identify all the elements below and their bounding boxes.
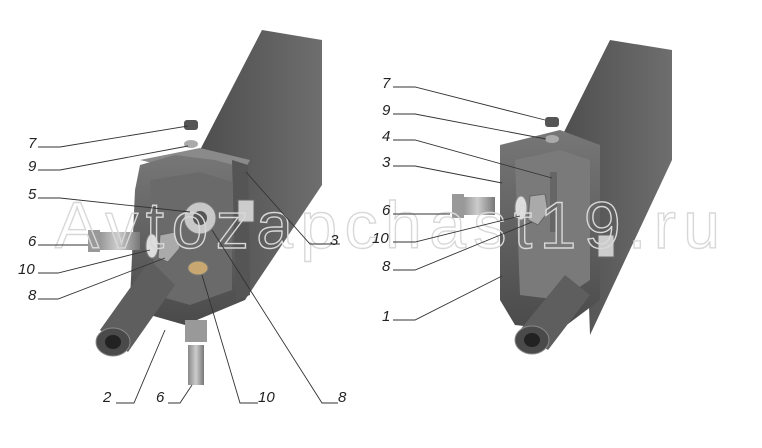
leader-line xyxy=(393,275,503,321)
callout-label: 7 xyxy=(28,135,37,152)
callout-label: 10 xyxy=(372,230,389,247)
leader-line xyxy=(393,221,533,271)
callout-label: 8 xyxy=(338,389,347,406)
left-nut-8 xyxy=(157,231,181,263)
left-lower-washer xyxy=(187,260,209,276)
right-bolt-7 xyxy=(545,117,559,127)
callout-label: 6 xyxy=(382,202,391,219)
leader-line xyxy=(201,274,258,404)
right-nut-8 xyxy=(527,193,549,226)
left-tube-hole xyxy=(105,335,121,349)
callout-label: 10 xyxy=(18,261,35,278)
right-washer-9 xyxy=(545,135,559,143)
right-assembly xyxy=(452,40,672,355)
leader-line xyxy=(393,215,521,243)
leader-line xyxy=(168,384,193,404)
leader-line xyxy=(393,165,503,184)
left-bolt-6 xyxy=(95,232,140,250)
callout-label: 4 xyxy=(382,128,390,145)
left-bracket-inner xyxy=(150,172,232,305)
watermark-text: Avtozapchast19.ru xyxy=(55,188,720,262)
callout-label: 5 xyxy=(28,186,37,203)
left-bolt-7 xyxy=(184,120,198,130)
leader-line xyxy=(38,125,189,148)
right-side-nut xyxy=(597,234,615,258)
left-bracket-flange xyxy=(232,160,250,300)
callout-label: 8 xyxy=(28,287,37,304)
left-washer-10 xyxy=(145,233,159,259)
callout-label: 9 xyxy=(382,102,391,119)
left-bolt-head xyxy=(88,230,100,252)
callout-label: 1 xyxy=(382,308,390,325)
leader-line xyxy=(38,257,166,300)
leader-line xyxy=(245,171,340,245)
right-washer-10 xyxy=(514,195,528,221)
left-washer-hole xyxy=(193,211,207,225)
callout-label: 10 xyxy=(258,389,275,406)
left-bottom-bolt-head xyxy=(185,320,207,342)
leader-line xyxy=(393,86,546,121)
right-bolt-head xyxy=(452,194,464,218)
callout-label: 9 xyxy=(28,158,37,175)
left-callouts: 7 9 5 6 10 8 3 2 6 10 8 xyxy=(18,125,347,406)
callout-label: 6 xyxy=(156,389,165,406)
callout-label: 3 xyxy=(330,232,339,249)
leader-line xyxy=(393,139,553,179)
callout-label: 8 xyxy=(382,258,391,275)
right-pin-4 xyxy=(550,172,557,232)
leader-line xyxy=(116,329,166,404)
leader-line xyxy=(38,145,189,171)
callout-label: 3 xyxy=(382,154,391,171)
left-bottom-bolt-6 xyxy=(188,345,204,385)
left-frame-beam xyxy=(200,30,322,300)
left-assembly xyxy=(88,30,322,385)
leader-line xyxy=(38,197,191,213)
right-callouts: 7 9 4 3 6 10 8 1 xyxy=(372,75,553,325)
left-side-nut xyxy=(237,199,255,223)
leader-line xyxy=(393,113,547,140)
leader-line xyxy=(38,249,151,274)
right-bolt-6 xyxy=(460,197,495,215)
leader-line xyxy=(211,229,338,404)
right-tube-hole xyxy=(524,333,540,347)
callout-label: 6 xyxy=(28,233,37,250)
callout-label: 7 xyxy=(382,75,391,92)
callout-label: 2 xyxy=(102,389,112,406)
